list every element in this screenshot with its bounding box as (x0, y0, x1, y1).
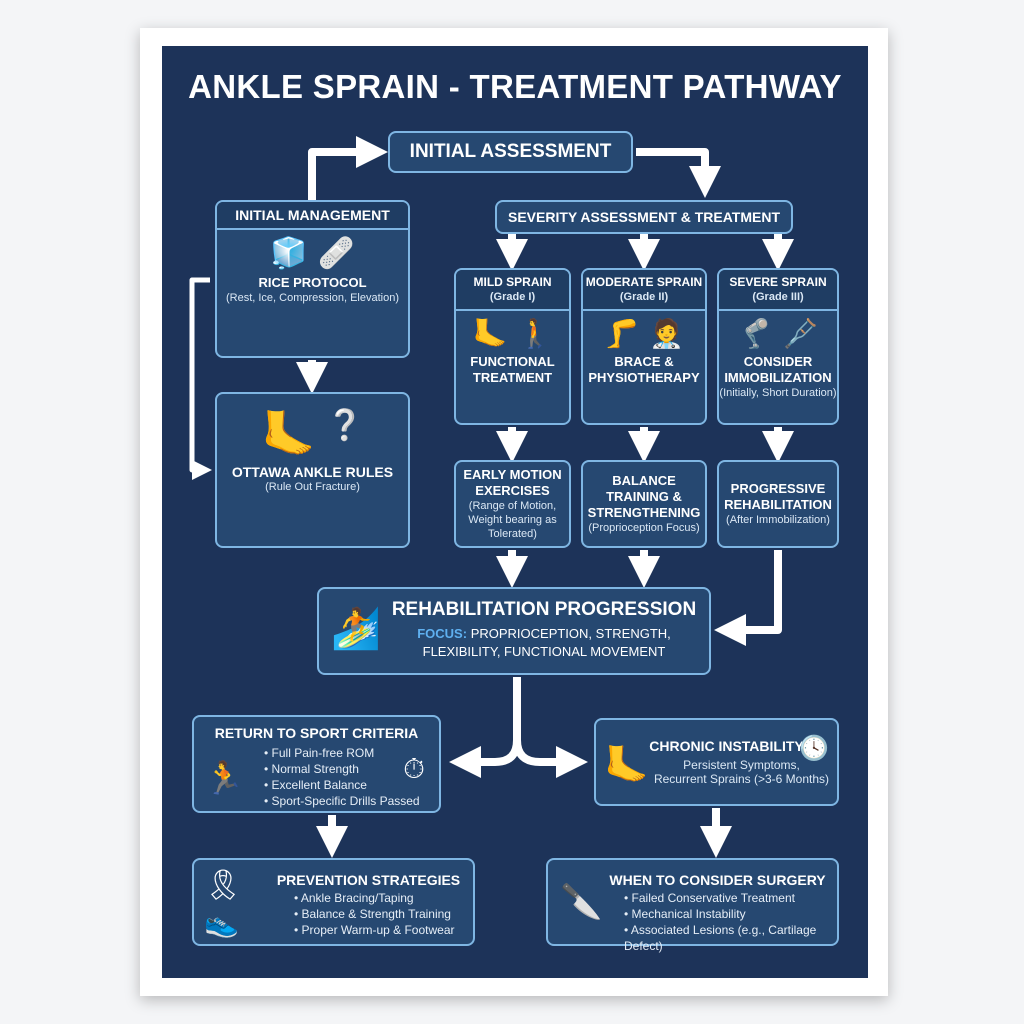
ottawa-title: OTTAWA ANKLE RULES (231, 464, 394, 480)
chronic-sub: Recurrent Sprains (>3-6 Months) (653, 772, 830, 786)
ankle-wrap-icon: 🦶 (472, 318, 508, 349)
stopwatch-icon: ⏱ (403, 753, 425, 784)
surgery-title: WHEN TO CONSIDER SURGERY (609, 872, 826, 888)
rice-sub: (Rest, Ice, Compression, Elevation) (225, 292, 399, 304)
next-step-sub: (Range of Motion, Weight bearing as Tole… (468, 500, 557, 540)
prevention-title: PREVENTION STRATEGIES (276, 872, 461, 888)
arrow (189, 277, 212, 480)
return-to-sport-box: RETURN TO SPORT CRITERIA 🏃 ⏱ Full Pain-f… (192, 715, 441, 813)
prevention-box: 🎗 👟 PREVENTION STRATEGIES Ankle Bracing/… (192, 858, 475, 946)
list-item: Sport-Specific Drills Passed (264, 793, 439, 809)
next-step-title: BALANCE TRAINING & STRENGTHENING (587, 473, 701, 520)
list-item: Normal Strength (264, 761, 439, 777)
physiotherapist-icon: 🧑‍⚕️ (649, 318, 684, 349)
initial-management-box: INITIAL MANAGEMENT 🧊 🩹 RICE PROTOCOL (Res… (215, 200, 410, 358)
grade-next-step-box: EARLY MOTION EXERCISES (Range of Motion,… (454, 460, 571, 548)
running-person-icon: 🏃 (204, 760, 244, 796)
arrow (449, 677, 521, 778)
cast-icon: 🦿 (738, 318, 773, 349)
foot-bones-icon: 🦶 (261, 410, 317, 459)
grade-level: (Grade I) (489, 291, 536, 303)
grade-next-step-box: BALANCE TRAINING & STRENGTHENING (Propri… (581, 460, 707, 548)
crutches-icon: 🩼 (783, 318, 818, 349)
list-item: Balance & Strength Training (294, 906, 473, 922)
next-step-sub: (After Immobilization) (726, 514, 830, 526)
bandage-icon: 🩹 (317, 237, 355, 270)
severity-box: SEVERITY ASSESSMENT & TREATMENT (495, 200, 793, 234)
arrow (513, 700, 588, 778)
question-bubble-icon: ❔ (326, 409, 364, 442)
list-item: Associated Lesions (e.g., Cartilage Defe… (624, 922, 837, 954)
arrow (636, 148, 721, 198)
surgery-box: 🔪 WHEN TO CONSIDER SURGERY Failed Conser… (546, 858, 839, 953)
chronic-sub: Persistent Symptoms, (683, 758, 800, 772)
grade-box: MILD SPRAIN (Grade I) 🦶 🚶 FUNCTIONAL TREAT… (454, 268, 571, 425)
balance-board-icon: 🏄 (331, 607, 381, 651)
rehab-box: 🏄 REHABILITATION PROGRESSION FOCUS: PROP… (317, 587, 711, 675)
foot-icon: 🦶 (604, 744, 649, 785)
box-header: INITIAL MANAGEMENT (217, 202, 408, 230)
next-step-title: EARLY MOTION EXERCISES (463, 467, 562, 498)
focus-text: PROPRIOCEPTION, STRENGTH, FLEXIBILITY, F… (422, 626, 671, 659)
page-title: ANKLE SPRAIN - TREATMENT PATHWAY (188, 68, 842, 105)
shoe-icon: 👟 (204, 907, 239, 938)
next-step-sub: (Proprioception Focus) (588, 522, 700, 534)
grade-next-step-box: PROGRESSIVE REHABILITATION (After Immobi… (717, 460, 839, 548)
grade-level: (Grade III) (752, 291, 804, 303)
list-item: Mechanical Instability (624, 906, 837, 922)
list-item: Failed Conservative Treatment (624, 890, 837, 906)
scalpel-icon: 🔪 (560, 883, 603, 921)
rice-title: RICE PROTOCOL (258, 275, 367, 290)
return-title: RETURN TO SPORT CRITERIA (214, 725, 419, 741)
list-item: Proper Warm-up & Footwear (294, 922, 473, 938)
grade-name: SEVERE SPRAIN (729, 275, 827, 289)
grade-name: MILD SPRAIN (473, 275, 552, 289)
grade-treatment: BRACE & PHYSIOTHERAPY (588, 354, 700, 385)
ribbon-icon: 🎗 (204, 869, 243, 902)
focus-label: FOCUS: (417, 626, 468, 641)
brace-icon: 🦵 (604, 318, 639, 349)
arrow (308, 136, 388, 200)
walking-person-icon: 🚶 (517, 318, 553, 349)
list-item: Ankle Bracing/Taping (294, 890, 473, 906)
rehab-title: REHABILITATION PROGRESSION (391, 599, 697, 620)
ottawa-sub: (Rule Out Fracture) (265, 481, 360, 493)
arrow (714, 550, 782, 646)
ice-pack-icon: 🧊 (270, 237, 308, 270)
grade-box: MODERATE SPRAIN (Grade II) 🦵 🧑‍⚕️ BRACE & … (581, 268, 707, 425)
grade-name: MODERATE SPRAIN (585, 275, 703, 289)
grade-treatment: CONSIDER IMMOBILIZATION (724, 354, 832, 385)
chronic-title: CHRONIC INSTABILITY (649, 738, 804, 754)
chronic-box: 🦶 🕓 CHRONIC INSTABILITY Persistent Sympt… (594, 718, 839, 806)
grade-level: (Grade II) (619, 291, 669, 303)
list-item: Excellent Balance (264, 777, 439, 793)
next-step-title: PROGRESSIVE REHABILITATION (724, 481, 832, 512)
initial-assessment-box: INITIAL ASSESSMENT (388, 131, 633, 173)
grade-treatment: FUNCTIONAL TREATMENT (470, 354, 555, 385)
grade-box: SEVERE SPRAIN (Grade III) 🦿 🩼 CONSIDER IMM… (717, 268, 839, 425)
ottawa-box: 🦶 ❔ OTTAWA ANKLE RULES (Rule Out Fracture… (215, 392, 410, 548)
list-item: Full Pain-free ROM (264, 745, 439, 761)
grade-note: (Initially, Short Duration) (719, 387, 837, 399)
clock-icon: 🕓 (799, 735, 829, 762)
